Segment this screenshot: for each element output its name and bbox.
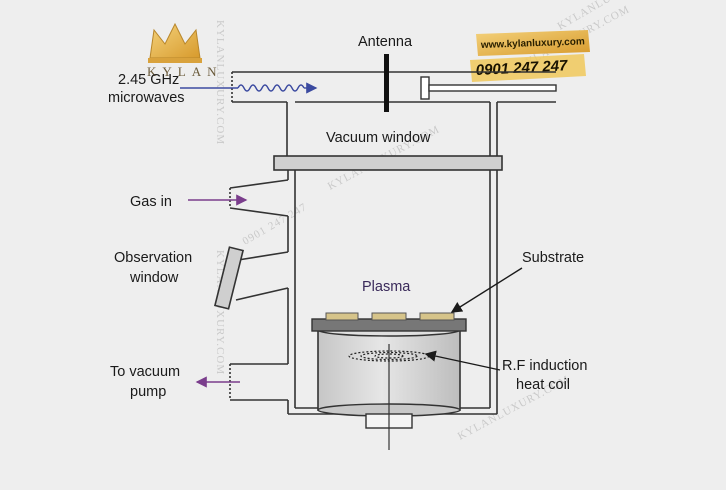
antenna-rod	[384, 54, 389, 112]
substrate-pointer	[450, 267, 523, 313]
substrate-sample-3	[419, 312, 455, 321]
label-vacuum-pump-1: To vacuum	[110, 364, 180, 380]
substrate-holder	[311, 312, 467, 450]
label-microwave-freq: 2.45 GHz	[118, 72, 179, 88]
substrate-plate	[311, 318, 467, 332]
badge-phone-background	[470, 54, 586, 82]
tuning-stub	[420, 76, 430, 100]
watermark-vertical-left: KYLANLUXURY.COM	[214, 20, 226, 145]
rf-coil-pointer	[424, 350, 501, 371]
badge-phone: 0901 247 247	[475, 57, 568, 79]
label-rf-coil-2: heat coil	[516, 377, 570, 393]
gas-inlet-port	[229, 179, 289, 217]
label-microwaves: microwaves	[108, 90, 185, 106]
label-substrate: Substrate	[522, 250, 584, 266]
label-vacuum-pump-2: pump	[130, 384, 166, 400]
vacuum-window-plate	[273, 155, 503, 171]
label-vacuum-window: Vacuum window	[326, 130, 431, 146]
waveguide	[231, 71, 556, 103]
tuning-rod	[428, 84, 557, 92]
microwave-signal	[180, 82, 318, 94]
antenna	[384, 54, 557, 112]
substrate-sample-2	[371, 312, 407, 321]
observation-window-glass	[213, 246, 245, 310]
label-observation-window-2: window	[129, 270, 179, 286]
label-gas-in: Gas in	[130, 194, 172, 210]
crown-icon	[149, 22, 201, 59]
kylan-logo: KYLAN	[147, 22, 223, 79]
badge-background	[476, 30, 590, 56]
label-rf-coil-1: R.F induction	[502, 358, 587, 374]
label-antenna: Antenna	[358, 34, 413, 50]
label-observation-window-1: Observation	[114, 250, 192, 266]
logo-text: KYLAN	[147, 64, 223, 79]
microwave-wave-icon	[237, 84, 305, 92]
upper-tube	[286, 102, 498, 156]
observation-window-port	[235, 251, 289, 301]
badge-url: www.kylanluxury.com	[480, 36, 585, 51]
substrate-sample-1	[325, 312, 359, 321]
contact-badge: www.kylanluxury.com 0901 247 247	[470, 30, 590, 82]
watermark-phone-1: 0901 247 247	[241, 201, 310, 248]
label-plasma: Plasma	[362, 279, 411, 295]
